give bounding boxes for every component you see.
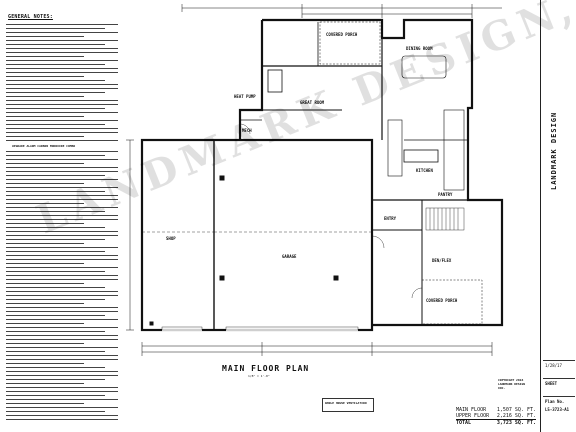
ventilation-title: WHOLE HOUSE VENTILATION bbox=[325, 401, 367, 405]
tb-date: 1/28/17 bbox=[545, 363, 562, 368]
general-notes-title: GENERAL NOTES: bbox=[8, 14, 53, 20]
copyright-note: COPYRIGHT 2016 LANDMARK DESIGN INC. bbox=[498, 378, 526, 390]
alarm-callout: UPGRADE ALARM CARBON MONOXIDE COMBO bbox=[12, 144, 76, 148]
area-row-upper: UPPER FLOOR 2,216 SQ. FT. bbox=[456, 413, 536, 419]
room-heat-pump: HEAT PUMP bbox=[234, 94, 256, 99]
room-great: GREAT ROOM bbox=[300, 100, 325, 105]
ventilation-note-box: WHOLE HOUSE VENTILATION bbox=[322, 398, 374, 412]
room-den: DEN/FLEX bbox=[432, 258, 452, 263]
tb-sheet-box: SHEET bbox=[543, 378, 575, 386]
room-kitchen: KITCHEN bbox=[416, 168, 433, 173]
area-row-total: TOTAL 3,723 SQ. FT. bbox=[456, 419, 536, 426]
plan-scale: 1/8" = 1'-0" bbox=[248, 374, 270, 378]
room-covered-porch-bottom: COVERED PORCH bbox=[426, 298, 458, 303]
tb-plan-no-box: Plan No. L5-3723-A1 bbox=[543, 396, 575, 412]
general-notes-text: UPGRADE ALARM CARBON MONOXIDE COMBO bbox=[6, 24, 118, 423]
tb-date-box: 1/28/17 bbox=[543, 360, 575, 368]
floor-plan-drawing: COVERED PORCH DINING ROOM GREAT ROOM KIT… bbox=[126, 4, 504, 356]
area-table: MAIN FLOOR 1,507 SQ. FT. UPPER FLOOR 2,2… bbox=[456, 407, 536, 426]
tb-plan-no: L5-3723-A1 bbox=[545, 407, 570, 412]
plan-title: MAIN FLOOR PLAN bbox=[222, 364, 310, 373]
title-block: LANDMARK DESIGN 1/28/17 SHEET Plan No. L… bbox=[540, 0, 576, 432]
room-covered-porch-top: COVERED PORCH bbox=[326, 32, 358, 37]
room-mech: MECH bbox=[242, 128, 252, 133]
area-row-main: MAIN FLOOR 1,507 SQ. FT. bbox=[456, 407, 536, 413]
tb-sheet-label: SHEET bbox=[545, 381, 558, 386]
general-notes: GENERAL NOTES: UPGRADE ALARM CARBON MONO… bbox=[2, 4, 122, 420]
room-pantry: PANTRY bbox=[438, 192, 453, 197]
firm-name: LANDMARK DESIGN bbox=[550, 111, 558, 190]
room-shop: SHOP bbox=[166, 236, 176, 241]
room-dining: DINING ROOM bbox=[406, 46, 433, 51]
tb-plan-no-label: Plan No. bbox=[545, 399, 565, 404]
room-garage: GARAGE bbox=[282, 254, 297, 259]
room-entry: ENTRY bbox=[384, 216, 397, 221]
